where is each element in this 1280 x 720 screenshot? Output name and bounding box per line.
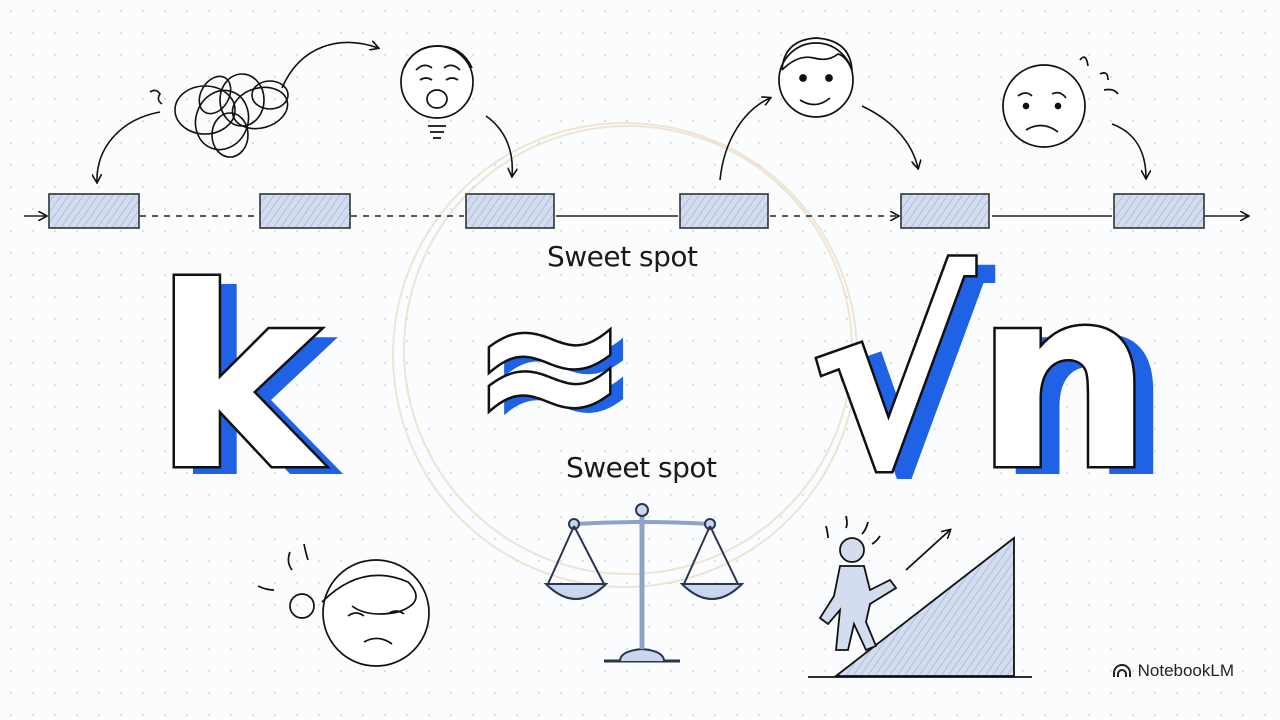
- arrow-face-to-block5: [861, 105, 918, 168]
- equation-right-shadow: √n: [828, 242, 1173, 533]
- arrow-tangle-to-block1: [97, 111, 161, 182]
- arrow-face-to-block3: [485, 115, 512, 176]
- confused-face-icon: [257, 543, 430, 667]
- arrow-block4-to-face: [719, 98, 770, 181]
- sweet-spot-label-mid: Sweet spot: [566, 451, 717, 484]
- equation-left: k: [154, 234, 326, 525]
- timeline-block-2: [259, 193, 351, 229]
- equation: k k ≈ ≈ √n √n: [152, 232, 1173, 534]
- balance-scale-icon: [543, 503, 745, 663]
- equation-relation: ≈: [470, 254, 629, 475]
- timeline-block-1: [48, 193, 140, 229]
- timeline-block-3: [465, 193, 555, 229]
- timeline-blocks: [48, 193, 1205, 229]
- content-face-icon: [778, 37, 854, 118]
- worried-face-icon: [1002, 56, 1119, 148]
- sweet-spot-label-top: Sweet spot: [547, 240, 698, 273]
- halo-circle: [392, 122, 858, 588]
- timeline-block-6: [1113, 193, 1205, 229]
- equation-relation-shadow: ≈: [484, 260, 643, 481]
- scared-face-icon: [400, 45, 474, 139]
- timeline-block-4: [679, 193, 769, 229]
- brand-logo: NotebookLM: [1112, 659, 1234, 683]
- arrow-tangle-to-face: [281, 42, 378, 89]
- equation-right: √n: [808, 234, 1153, 525]
- arrow-face-to-block6: [1111, 123, 1146, 178]
- notebooklm-logo-icon: [1112, 664, 1131, 677]
- timeline-block-5: [900, 193, 990, 229]
- tangle-scribble-icon: [149, 73, 289, 158]
- climbing-person-icon: [808, 515, 1032, 678]
- brand-name: NotebookLM: [1137, 661, 1234, 680]
- equation-left-shadow: k: [172, 242, 344, 533]
- curved-arrows: [97, 42, 1146, 182]
